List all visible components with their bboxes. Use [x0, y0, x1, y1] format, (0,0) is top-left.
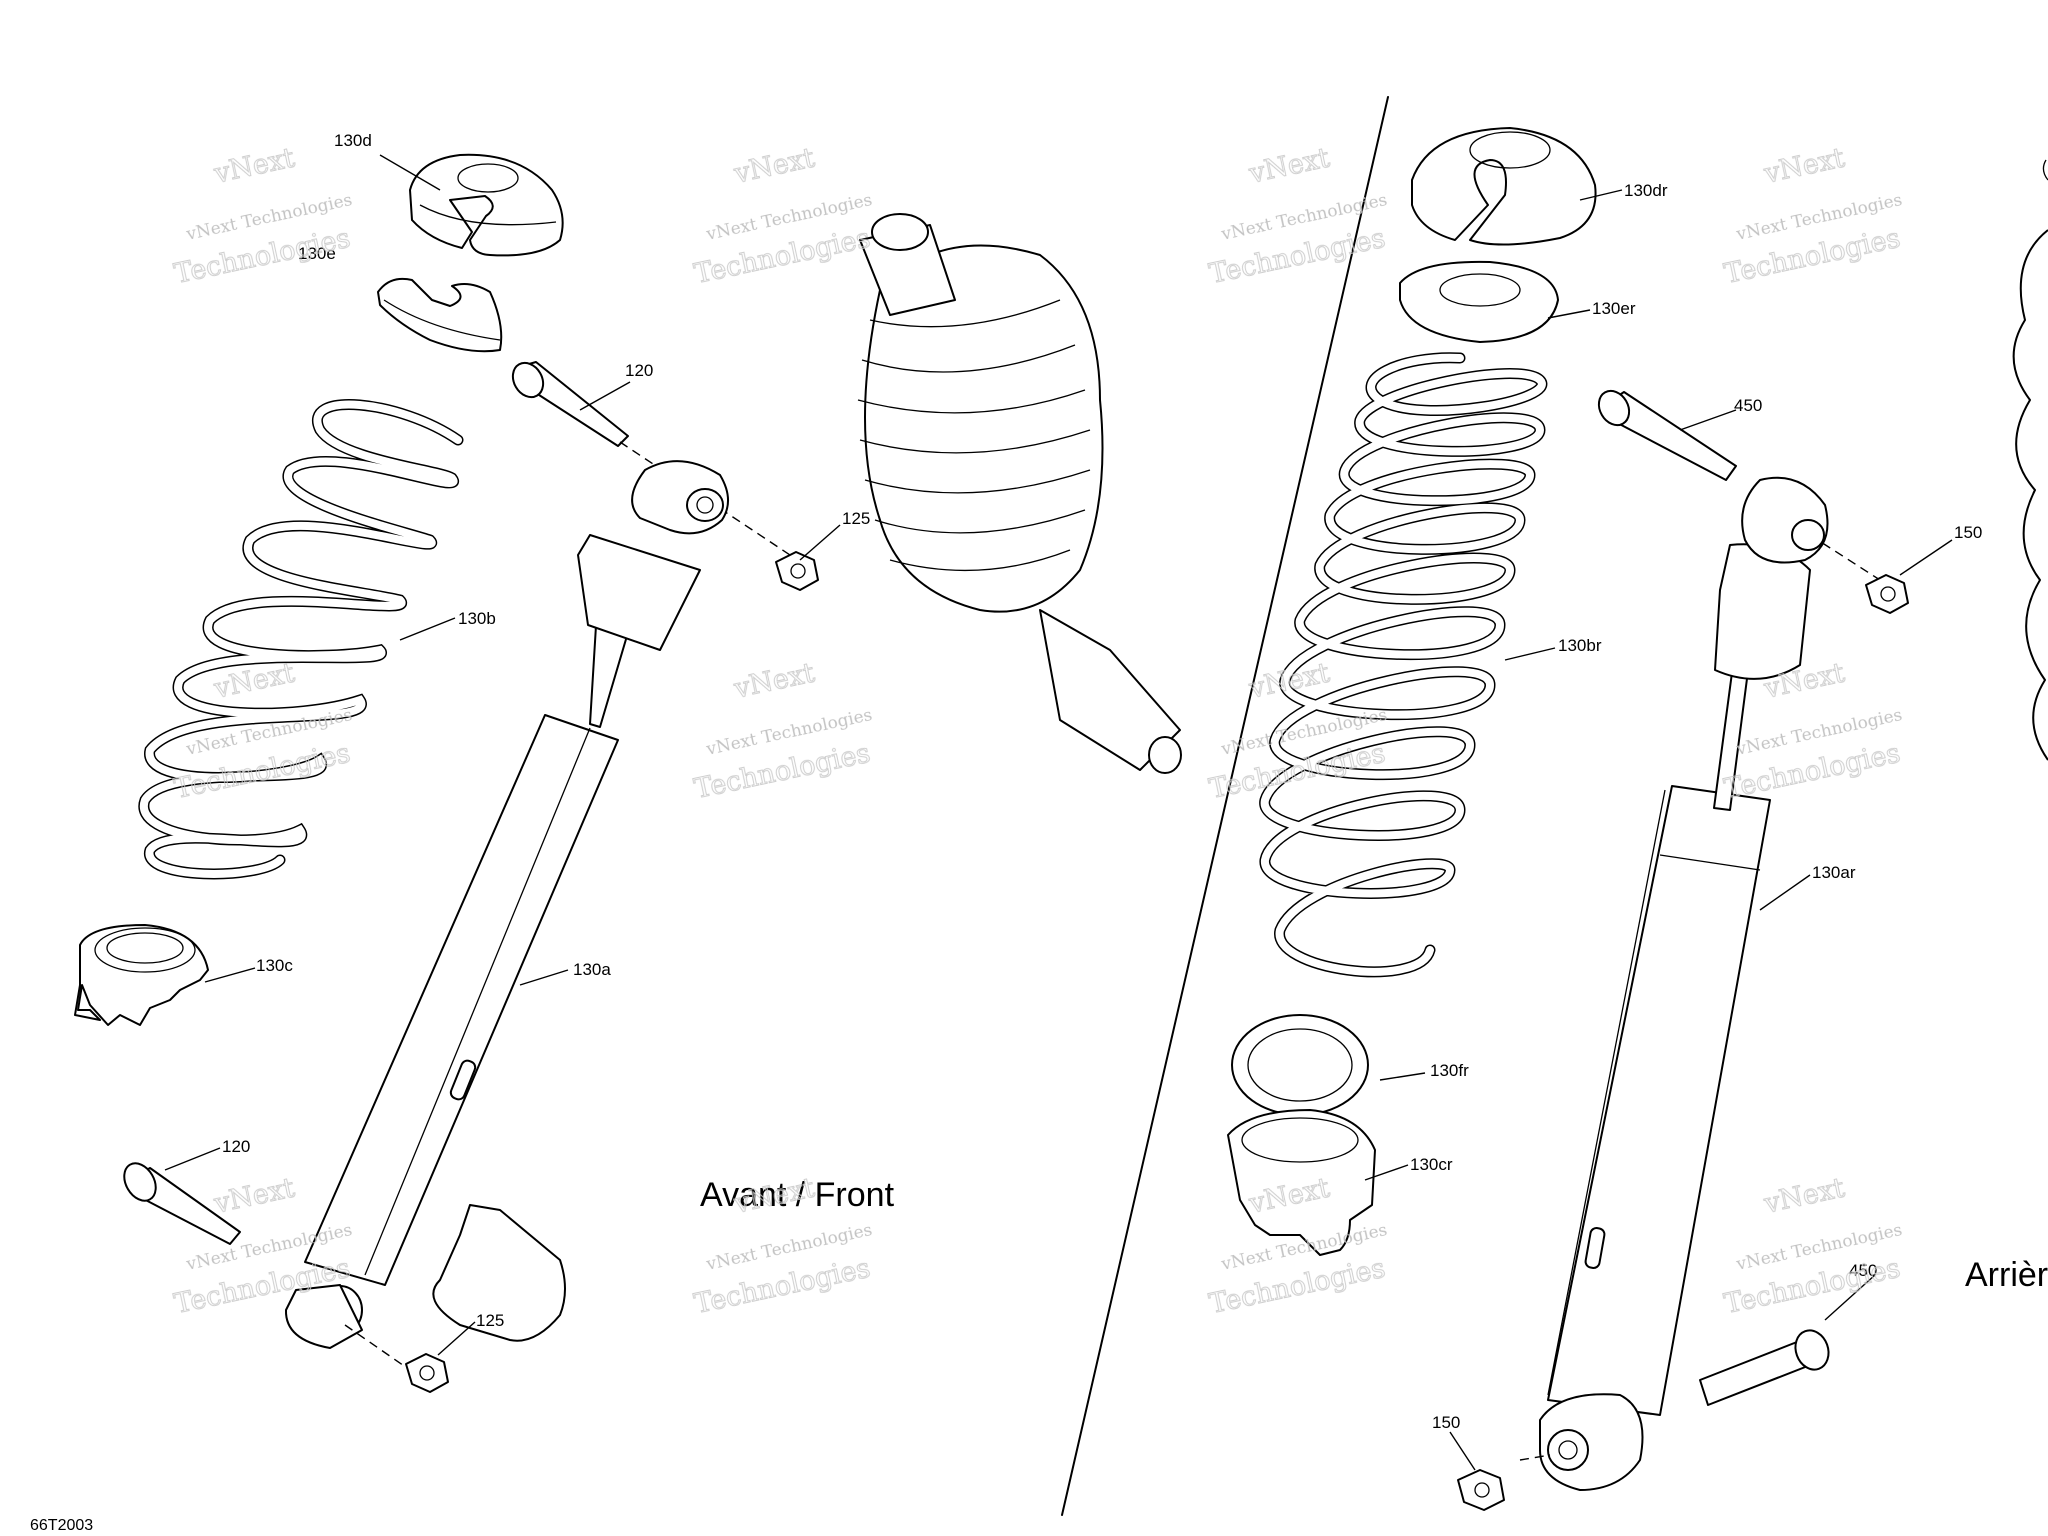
front-lower-bolt[interactable]	[118, 1158, 241, 1245]
label-130fr: 130fr	[1430, 1061, 1469, 1080]
diagram-code: 66T2003	[30, 1517, 93, 1534]
label-130d: 130d	[334, 131, 372, 150]
rear-shock-assembled-partial[interactable]	[2012, 159, 2048, 761]
watermark-line1: vNext	[731, 142, 818, 189]
watermark-line1: vNext	[1246, 142, 1333, 189]
rear-upper-nut[interactable]	[1865, 574, 1909, 614]
section-divider	[1061, 96, 1389, 1516]
front-upper-nut[interactable]	[775, 551, 819, 591]
watermark-line1: vNext	[211, 142, 298, 189]
rear-upper-washer[interactable]	[1399, 260, 1559, 343]
label-120-upper: 120	[625, 361, 653, 380]
front-shock-assembled[interactable]	[857, 213, 1182, 774]
front-upper-axis	[619, 441, 791, 556]
rear-spring-ring[interactable]	[1231, 1014, 1369, 1116]
front-section-title: Avant / Front	[700, 1176, 895, 1214]
front-upper-washer[interactable]	[377, 277, 503, 353]
front-lower-axis	[344, 1324, 411, 1371]
front-upper-cap[interactable]	[409, 153, 564, 257]
front-shock-body[interactable]	[284, 460, 729, 1349]
label-130c: 130c	[256, 956, 293, 975]
label-130er: 130er	[1592, 299, 1636, 318]
label-130a: 130a	[573, 960, 611, 979]
label-450-lower: 450	[1849, 1261, 1877, 1280]
label-150-lower: 150	[1432, 1413, 1460, 1432]
rear-upper-cap[interactable]	[1411, 127, 1597, 246]
watermark-line1: vNext	[1761, 142, 1848, 189]
label-130br: 130br	[1558, 636, 1602, 655]
label-130dr: 130dr	[1624, 181, 1668, 200]
label-150-upper: 150	[1954, 523, 1982, 542]
rear-spring[interactable]	[1259, 352, 1548, 978]
watermark-line1: vNext	[211, 1172, 298, 1219]
rear-upper-bolt[interactable]	[1593, 385, 1737, 481]
rear-lower-nut[interactable]	[1457, 1469, 1505, 1511]
label-130cr: 130cr	[1410, 1155, 1453, 1174]
label-130ar: 130ar	[1812, 863, 1856, 882]
front-upper-bolt[interactable]	[507, 357, 629, 447]
rear-section-title: Arrièr	[1965, 1256, 2048, 1294]
rear-shock-body[interactable]	[1539, 476, 1829, 1491]
label-130b: 130b	[458, 609, 496, 628]
rear-lower-axis	[1519, 1454, 1551, 1461]
label-125-upper: 125	[842, 509, 870, 528]
watermark-line1: vNext	[1761, 1172, 1848, 1219]
rear-lower-bolt[interactable]	[1699, 1326, 1834, 1406]
front-lower-nut[interactable]	[405, 1353, 449, 1393]
front-spring[interactable]	[138, 399, 464, 880]
label-130e: 130e	[298, 244, 336, 263]
rear-spring-seat[interactable]	[1227, 1109, 1376, 1256]
label-125-lower: 125	[476, 1311, 504, 1330]
leader-lines	[164, 154, 1953, 1471]
watermark-line1: vNext	[731, 657, 818, 704]
front-spring-seat[interactable]	[74, 924, 209, 1026]
label-120-lower: 120	[222, 1137, 250, 1156]
label-450-upper: 450	[1734, 396, 1762, 415]
